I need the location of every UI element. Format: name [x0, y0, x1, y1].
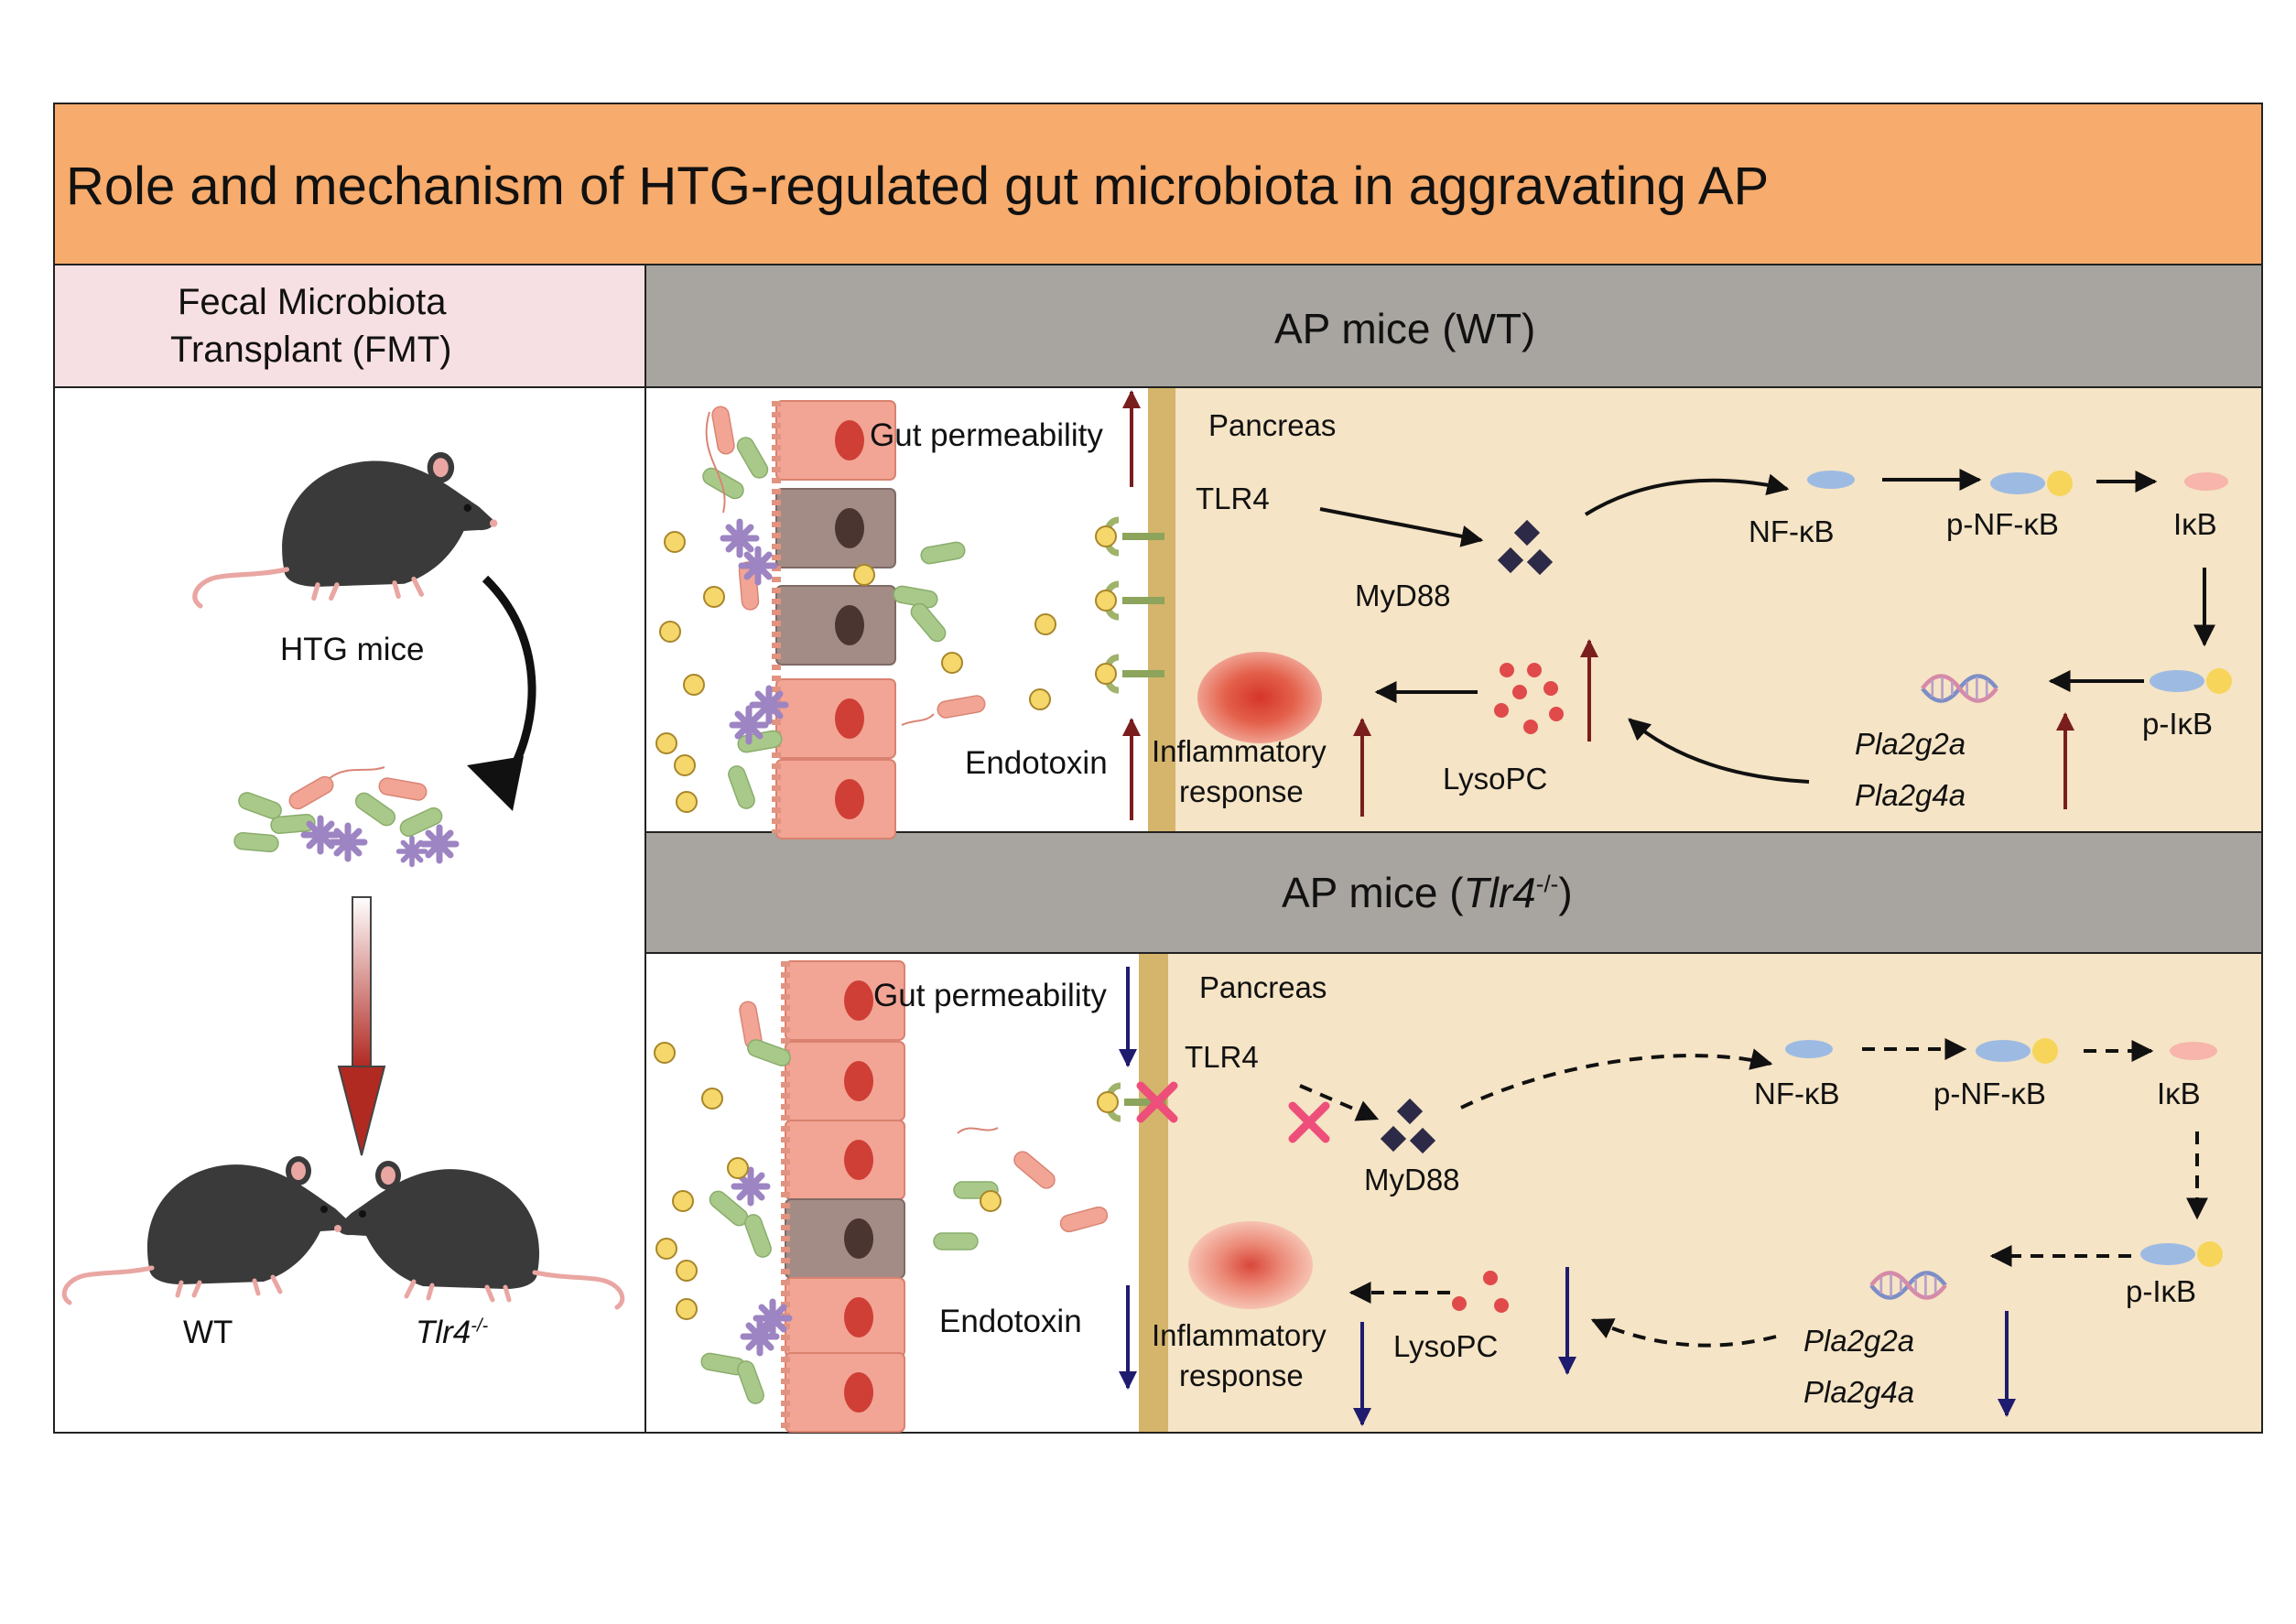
curved-arrow: [482, 575, 536, 790]
wt-inflammatory-label-2: response: [1179, 774, 1304, 808]
ko-ikb-label: IκB: [2157, 1077, 2201, 1110]
ko-tlr4-label: TLR4: [1185, 1040, 1259, 1074]
fmt-header-box: [53, 265, 646, 388]
wt-nfkb-label: NF-κB: [1749, 514, 1835, 548]
diagram-title: Role and mechanism of HTG-regulated gut …: [66, 157, 1770, 216]
ko-dna-icon: [1871, 1273, 1945, 1298]
wt-header-box: [644, 265, 2263, 388]
wt-gene2-label: Pla2g4a: [1855, 778, 1966, 812]
tlr4-mouse-label: Tlr4-/-: [416, 1315, 488, 1351]
ko-lysopc-icon: [1452, 1271, 1509, 1313]
wt-lysopc-icon: [1494, 663, 1564, 734]
wt-nfkb-icon: [1807, 471, 1855, 489]
ko-gene2-label: Pla2g4a: [1803, 1375, 1915, 1409]
ko-inflammation-icon: [1188, 1221, 1313, 1309]
ko-panel-border: [644, 952, 2263, 1434]
wt-pancreas-region: [1159, 388, 2263, 831]
gradient-arrow-shaft: [352, 896, 372, 1067]
ko-myd88-label: MyD88: [1364, 1163, 1460, 1196]
wt-gut-permeability-label: Gut permeability: [870, 417, 1103, 453]
wt-ikb-icon: [2184, 472, 2228, 491]
ko-p-nfkb-label: p-NF-κB: [1933, 1077, 2046, 1110]
wt-inflammation-icon: [1197, 652, 1322, 743]
wt-inflammatory-label-1: Inflammatory: [1152, 734, 1327, 768]
ko-myd88-icon: [1380, 1098, 1436, 1154]
ko-inflammatory-label-1: Inflammatory: [1152, 1318, 1327, 1352]
wt-endotoxin-label: Endotoxin: [965, 745, 1108, 781]
bacteria-cluster-icon: [233, 766, 456, 864]
ko-p-ikb-label: p-IκB: [2126, 1274, 2197, 1308]
wt-ikb-label: IκB: [2173, 507, 2217, 541]
ko-barrier: [1139, 954, 1168, 1432]
ko-gene1-label: Pla2g2a: [1803, 1324, 1915, 1358]
curved-arrow-head: [467, 756, 524, 811]
ko-pancreas-label: Pancreas: [1199, 970, 1327, 1004]
htg-mouse-icon: [195, 452, 498, 606]
wt-lysopc-label: LysoPC: [1443, 762, 1548, 796]
tlr4-mouse-gene: Tlr4: [416, 1315, 471, 1350]
htg-mice-label: HTG mice: [280, 632, 425, 667]
ko-bacteria: [699, 1000, 1110, 1407]
ko-header-gene: Tlr4: [1463, 869, 1536, 916]
wt-bacteria: [699, 405, 987, 812]
fmt-header-line2: Transplant (FMT): [170, 330, 452, 370]
ko-ikb-icon: [2170, 1042, 2217, 1060]
wt-header-text: AP mice (WT): [1274, 305, 1536, 352]
ko-nfkb-icon: [1785, 1040, 1833, 1058]
ko-myd88-block-x-icon: [1293, 1106, 1326, 1139]
wt-dna-icon: [1922, 677, 1997, 701]
ko-pancreas-region: [1150, 954, 2263, 1432]
ko-mouse-icon: [334, 1161, 623, 1307]
ko-header-box: [644, 831, 2263, 954]
wt-myd88-label: MyD88: [1355, 579, 1451, 612]
wt-intestine-epithelium: [772, 400, 896, 839]
ko-header-sup: -/-: [1535, 870, 1559, 898]
ko-p-nfkb-icon: [1976, 1038, 2058, 1064]
fmt-header-line1: Fecal Microbiota: [178, 282, 447, 322]
wt-p-nfkb-icon: [1990, 471, 2073, 496]
ko-header-text: AP mice (Tlr4-/-): [1282, 868, 1573, 917]
tlr4-mouse-sup: -/-: [471, 1315, 489, 1337]
ko-inflammatory-label-2: response: [1179, 1359, 1304, 1392]
ko-header-suffix: ): [1558, 869, 1573, 916]
title-bar: [53, 103, 2263, 265]
ko-nfkb-label: NF-κB: [1754, 1077, 1840, 1110]
wt-myd88-icon: [1497, 519, 1554, 576]
ko-lysopc-label: LysoPC: [1393, 1329, 1499, 1363]
ko-gut-permeability-label: Gut permeability: [873, 978, 1107, 1013]
wt-p-ikb-icon: [2150, 668, 2232, 694]
wt-p-nfkb-label: p-NF-κB: [1946, 507, 2059, 541]
ko-p-ikb-icon: [2140, 1241, 2223, 1267]
wt-mouse-icon: [64, 1156, 352, 1303]
wt-p-ikb-label: p-IκB: [2142, 707, 2214, 741]
ko-endotoxin-label: Endotoxin: [939, 1304, 1082, 1339]
ko-header-prefix: AP mice (: [1282, 869, 1464, 916]
wt-gene1-label: Pla2g2a: [1855, 727, 1966, 761]
wt-barrier: [1148, 388, 1175, 831]
wt-tlr4-label: TLR4: [1196, 482, 1270, 515]
ko-intestine-epithelium: [781, 960, 905, 1433]
wt-pancreas-label: Pancreas: [1208, 408, 1337, 442]
gradient-arrow-head: [337, 1066, 386, 1156]
wt-mouse-label: WT: [183, 1315, 233, 1350]
